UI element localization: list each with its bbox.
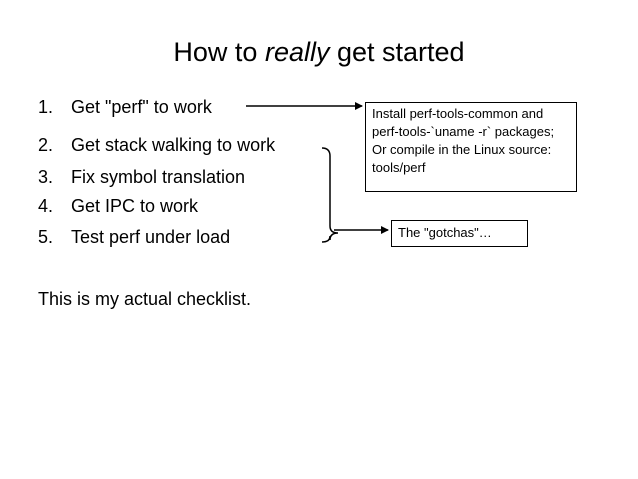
- step-3: 3. Fix symbol translation: [38, 166, 245, 188]
- title-suffix: get started: [329, 37, 465, 67]
- step-number: 3.: [38, 167, 54, 187]
- step-text: Get stack walking to work: [71, 135, 276, 155]
- slide-title: How to really get started: [0, 34, 638, 70]
- step-text: Get "perf" to work: [71, 97, 212, 117]
- step-text: Test perf under load: [71, 227, 231, 247]
- step-number: 1.: [38, 97, 54, 117]
- title-emphasis: really: [264, 37, 330, 67]
- step-number: 4.: [38, 196, 54, 216]
- checklist-note: This is my actual checklist.: [38, 289, 252, 309]
- gotchas-callout: The "gotchas"…: [391, 220, 528, 247]
- step-text: Get IPC to work: [71, 196, 199, 216]
- title-prefix: How to: [173, 37, 265, 67]
- step-number: 2.: [38, 135, 54, 155]
- step-2: 2. Get stack walking to work: [38, 134, 275, 156]
- bracket-steps-2-5: [321, 147, 339, 243]
- step-text: Fix symbol translation: [71, 167, 246, 187]
- step-number: 5.: [38, 227, 54, 247]
- step-4: 4. Get IPC to work: [38, 195, 198, 217]
- step-5: 5. Test perf under load: [38, 226, 230, 248]
- step-1: 1. Get "perf" to work: [38, 96, 212, 118]
- install-callout: Install perf-tools-common and perf-tools…: [365, 102, 577, 192]
